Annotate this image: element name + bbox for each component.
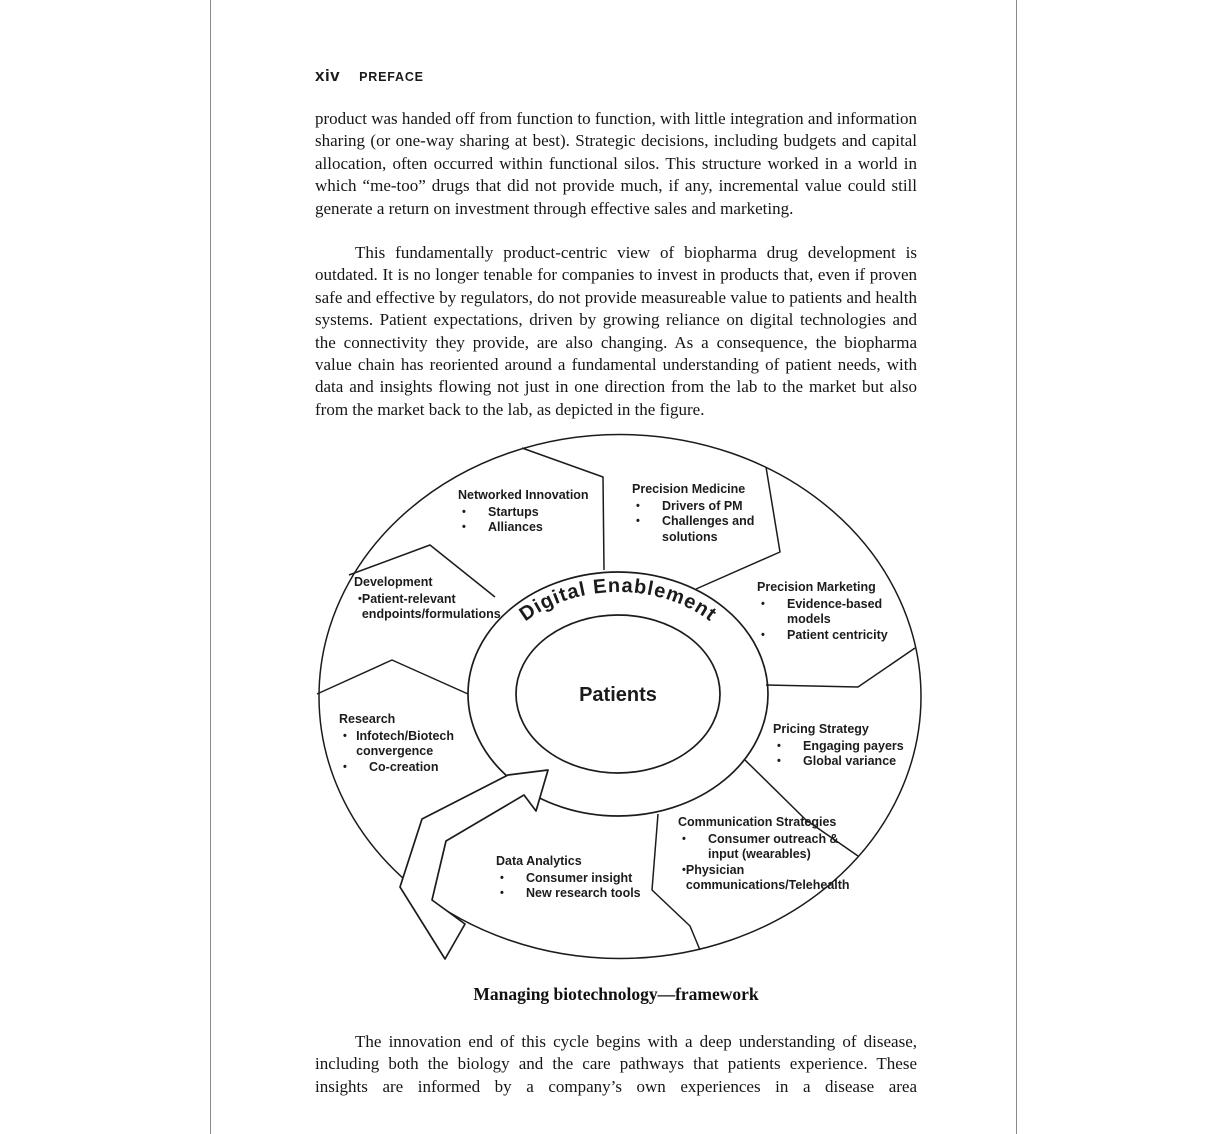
segment-bullet: • Engaging payers <box>773 739 923 755</box>
divider-development-networked <box>348 544 496 598</box>
segment-title: Data Analytics <box>496 854 582 868</box>
diagram-segment-pricing-strategy: Pricing Strategy • Engaging payers • Global … <box>773 722 923 770</box>
segment-bullet: • Patient centricity <box>757 628 907 644</box>
running-title: PREFACE <box>359 70 424 84</box>
bullet-dot-icon: • <box>343 729 347 742</box>
bullet-text: New research tools <box>526 886 641 900</box>
segment-title: Development <box>354 575 433 589</box>
bullet-text: Co-creation <box>369 759 439 774</box>
bullet-dot-icon: • <box>761 628 765 641</box>
bullet-dot-icon: • <box>682 863 686 876</box>
segment-title: Precision Medicine <box>632 482 746 496</box>
bullet-text: Patient-relevant endpoints/formulations <box>361 591 501 622</box>
bullet-dot-icon: • <box>777 739 781 752</box>
body-paragraph-3: The innovation end of this cycle begins … <box>315 1032 917 1096</box>
patients-circle <box>515 614 721 774</box>
page-number: xiv <box>315 66 341 85</box>
bullet-dot-icon: • <box>343 760 347 773</box>
diagram-segment-networked-innovation: Networked Innovation • Startups • Alliances <box>458 488 608 536</box>
divider-research-development <box>316 659 469 695</box>
bullet-dot-icon: • <box>358 592 362 605</box>
bullet-text: Evidence-based models <box>787 596 883 627</box>
segment-bullet: • Startups <box>458 505 608 521</box>
diagram-segment-precision-medicine: Precision Medicine • Drivers of PM • Challen… <box>632 482 772 545</box>
divider-communication-data <box>651 813 701 951</box>
segment-title: Research <box>339 712 396 726</box>
center-label: Patients <box>579 684 657 706</box>
segment-bullet: • Evidence-based models <box>757 597 907 628</box>
bullet-dot-icon: • <box>761 597 765 610</box>
bullet-text: Patient centricity <box>787 627 888 642</box>
bullet-dot-icon: • <box>500 887 504 899</box>
ring-outer-circle <box>467 571 769 817</box>
divider-medicine-marketing <box>695 466 781 590</box>
cycle-diagram-svg: Digital Enablement Patients <box>316 433 922 960</box>
segment-bullet: • Infotech/Biotech convergence <box>339 729 454 760</box>
segment-bullet: • Alliances <box>458 520 608 536</box>
body-paragraph-2: This fundamentally product-centric view … <box>315 243 917 419</box>
page-edge-rule-left <box>210 0 211 1134</box>
diagram-segment-development: Development •Patient-relevant endpoints/f… <box>354 575 501 623</box>
segment-title: Pricing Strategy <box>773 722 869 736</box>
segment-bullet: • Challenges and solutions <box>632 514 772 545</box>
bullet-text: Engaging payers <box>803 738 904 753</box>
diagram-segment-communication-strategies: Communication Strategies • Consumer outrea… <box>678 815 850 894</box>
bullet-text: Challenges and solutions <box>662 514 755 544</box>
bullet-dot-icon: • <box>500 871 504 884</box>
bullet-text: Global variance <box>803 754 897 768</box>
segment-bullet: • Drivers of PM <box>632 499 772 515</box>
segment-title: Precision Marketing <box>757 580 876 594</box>
segment-title: Networked Innovation <box>458 488 589 502</box>
running-head: xiv PREFACE <box>315 66 917 86</box>
segment-bullet: •Patient-relevant endpoints/formulations <box>354 592 501 623</box>
outer-circle <box>318 433 922 960</box>
diagram-segment-precision-marketing: Precision Marketing • Evidence-based model… <box>757 580 907 643</box>
figure-caption: Managing biotechnology—framework <box>473 984 759 1004</box>
bullet-text: Alliances <box>488 520 543 534</box>
bullet-dot-icon: • <box>777 755 781 767</box>
segment-bullet: • Global variance <box>773 754 923 770</box>
bullet-text: Physician communications/Telehealth <box>685 862 850 893</box>
cycle-diagram-figure: Digital Enablement Patients Networked In… <box>315 432 925 964</box>
cycle-direction-arrow <box>399 769 549 960</box>
bullet-text: Consumer insight <box>526 870 633 885</box>
diagram-segment-data-analytics: Data Analytics • Consumer insight • New rese… <box>496 854 661 902</box>
bullet-text: Consumer outreach & input (wearables) <box>708 831 839 862</box>
divider-networked-medicine <box>521 447 605 571</box>
divider-marketing-pricing <box>765 647 916 688</box>
bullet-text: Startups <box>488 504 539 519</box>
segment-bullet: • New research tools <box>496 886 661 902</box>
segment-bullet: • Co-creation <box>339 760 454 776</box>
bullet-dot-icon: • <box>462 505 466 518</box>
bullet-dot-icon: • <box>636 499 640 512</box>
segment-title: Communication Strategies <box>678 815 837 829</box>
segment-bullet: • Consumer insight <box>496 871 661 887</box>
bullet-text: Infotech/Biotech convergence <box>356 728 454 759</box>
segment-bullet: • Consumer outreach & input (wearables) <box>678 832 848 863</box>
body-paragraph-1: product was handed off from function to … <box>315 109 917 218</box>
bullet-dot-icon: • <box>636 515 640 527</box>
diagram-segment-research: Research • Infotech/Biotech convergence • Co… <box>339 712 454 775</box>
page-edge-rule-right <box>1016 0 1017 1134</box>
bullet-dot-icon: • <box>462 521 466 533</box>
bullet-text: Drivers of PM <box>662 498 743 513</box>
bullet-dot-icon: • <box>682 832 686 845</box>
segment-bullet: •Physician communications/Telehealth <box>678 862 850 894</box>
divider-pricing-communication <box>744 759 859 857</box>
